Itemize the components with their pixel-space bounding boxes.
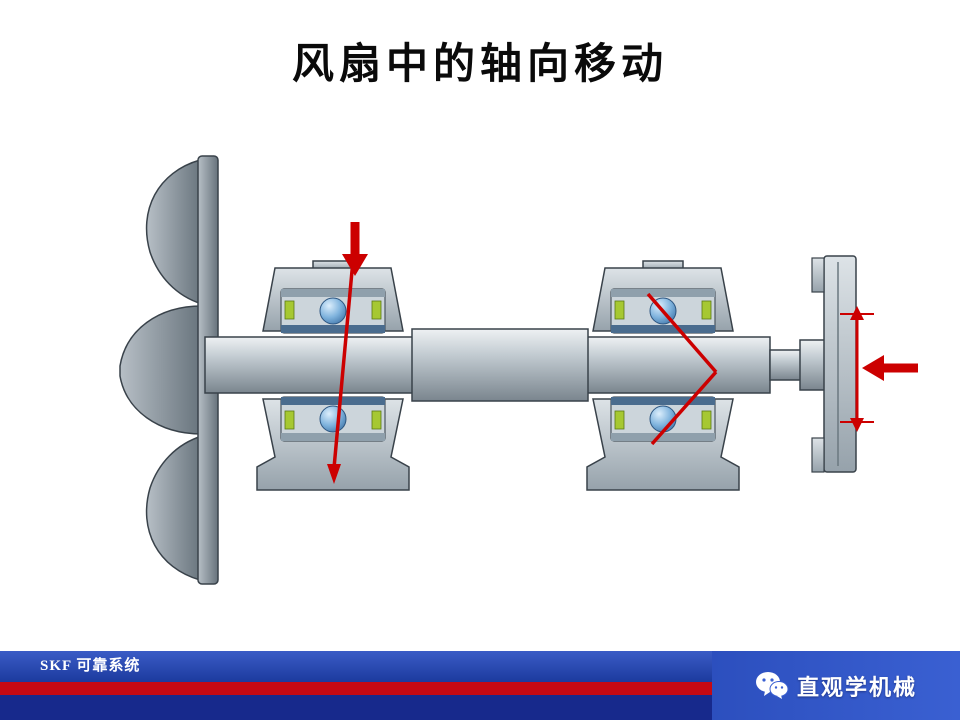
- wechat-account-label: 直观学机械: [796, 674, 917, 700]
- coupling-flange: [799, 255, 857, 473]
- footer-skf-label: SKF 可靠系统: [40, 658, 141, 674]
- wechat-icon: [755, 671, 789, 699]
- axial-float-line-left-bearing: [332, 259, 355, 469]
- axial-movement-arrows: [327, 222, 918, 484]
- pivot-line-lower: [650, 370, 718, 446]
- fan-shaft: [204, 328, 825, 402]
- page-title: 风扇中的轴向移动: [291, 42, 668, 88]
- arrowheads: [327, 254, 884, 484]
- fan-impeller: [119, 155, 219, 585]
- wechat-panel: 直观学机械: [712, 651, 960, 720]
- footer: SKF 可靠系统 直观学机械: [0, 648, 960, 720]
- pivot-line-upper: [646, 292, 718, 374]
- shaft-sleeve: [411, 328, 589, 402]
